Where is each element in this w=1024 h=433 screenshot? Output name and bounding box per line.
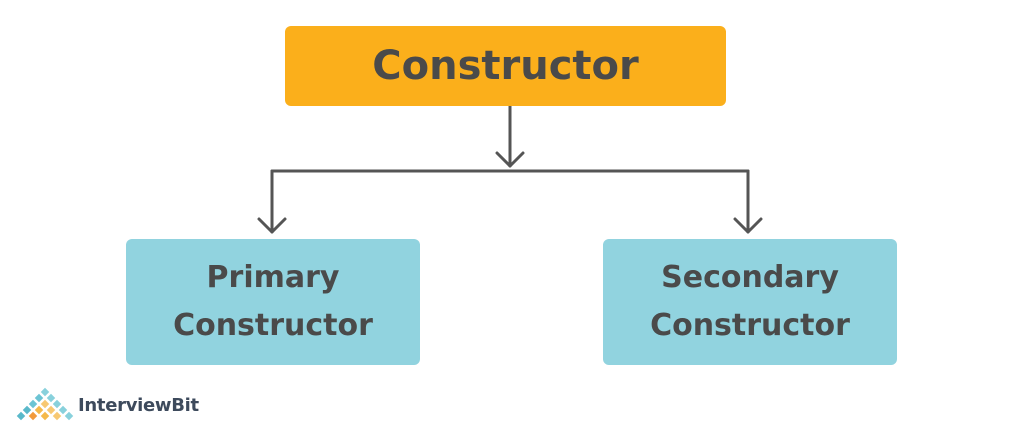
secondary-node-line1: Secondary [661, 260, 839, 295]
constructor-node-label: Constructor [372, 43, 639, 89]
primary-constructor-node: Primary Constructor [126, 239, 420, 365]
secondary-constructor-node: Secondary Constructor [603, 239, 897, 365]
trunk-arrowhead [495, 151, 525, 168]
secondary-node-line2: Constructor [650, 308, 850, 343]
right-arrowhead [733, 217, 763, 234]
diamond-grid-logo-icon [16, 387, 74, 421]
brand-name: InterviewBit [78, 394, 199, 416]
primary-node-line2: Constructor [173, 308, 373, 343]
primary-node-line1: Primary [206, 260, 340, 295]
left-arrowhead [257, 217, 287, 234]
constructor-node: Constructor [285, 26, 726, 106]
interviewbit-logo: InterviewBit [16, 385, 199, 425]
